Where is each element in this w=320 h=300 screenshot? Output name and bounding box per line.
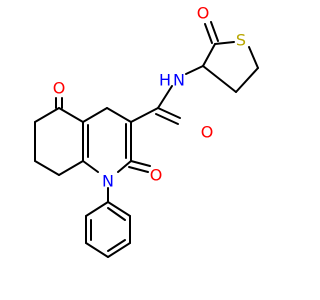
bonds bbox=[34, 21, 259, 258]
bond bbox=[128, 166, 149, 173]
atom-o-ketone: O bbox=[53, 79, 66, 98]
bond bbox=[107, 239, 126, 252]
atom-n-ring: N bbox=[102, 172, 114, 191]
atom-label: O bbox=[150, 166, 163, 185]
bond bbox=[58, 160, 84, 176]
bond bbox=[106, 107, 132, 123]
bond bbox=[155, 113, 179, 125]
bond bbox=[107, 207, 126, 221]
molecule-diagram: O S N H O O O N bbox=[34, 3, 259, 258]
bond bbox=[34, 160, 60, 176]
atom-o-amide: O bbox=[201, 123, 214, 142]
atom-labels: O S N H O O O N bbox=[53, 4, 246, 191]
bond bbox=[157, 85, 173, 109]
structure-drawing: O S N H O O O N bbox=[34, 4, 259, 258]
bond bbox=[248, 46, 259, 69]
atom-label: O bbox=[201, 123, 214, 142]
bond bbox=[130, 160, 151, 167]
bond bbox=[58, 107, 84, 123]
bond bbox=[185, 65, 204, 75]
bond bbox=[235, 67, 259, 93]
atom-o-pyridone: O bbox=[150, 166, 163, 185]
bond bbox=[107, 201, 131, 217]
bond bbox=[34, 107, 60, 123]
atom-label: S bbox=[236, 31, 246, 50]
atom-s-ring: S bbox=[236, 31, 246, 50]
bond bbox=[82, 160, 99, 173]
atom-label: N bbox=[102, 172, 114, 191]
bond bbox=[157, 107, 181, 119]
atom-label: O bbox=[197, 4, 210, 23]
atom-n-amide: N bbox=[173, 71, 185, 90]
bond bbox=[117, 160, 132, 173]
bond bbox=[202, 43, 216, 67]
bond bbox=[82, 107, 108, 123]
bond bbox=[214, 41, 235, 45]
atom-o-lactone: O bbox=[197, 4, 210, 23]
bond bbox=[85, 201, 109, 217]
bond bbox=[204, 23, 213, 44]
atom-label: H bbox=[159, 71, 171, 90]
bond bbox=[107, 242, 131, 258]
bond bbox=[210, 21, 219, 42]
bond bbox=[202, 65, 237, 93]
bond bbox=[85, 242, 109, 258]
atom-label: O bbox=[53, 79, 66, 98]
atom-h-amide: H bbox=[159, 71, 171, 90]
atom-label: N bbox=[173, 71, 185, 90]
bond bbox=[130, 107, 159, 123]
